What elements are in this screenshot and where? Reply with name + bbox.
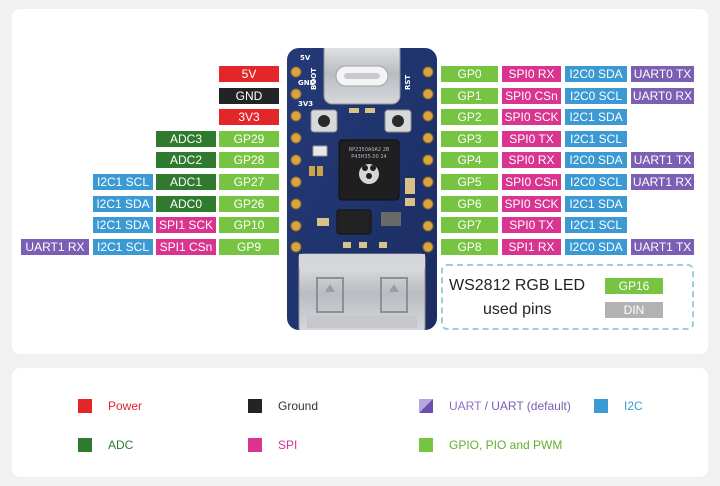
flash-chip xyxy=(336,209,372,235)
pin-label-i2c: I2C1 SDA xyxy=(565,109,627,125)
legend-swatch-gpio xyxy=(419,438,433,452)
pin-label-uart: UART0 RX xyxy=(631,88,694,104)
pin-label-power: 3V3 xyxy=(219,109,279,125)
legend-label-spi: SPI xyxy=(278,438,298,452)
pin-label-spi: SPI0 TX xyxy=(502,131,561,147)
pin-label-gpio: GP5 xyxy=(441,174,498,190)
pin-label-spi: SPI1 RX xyxy=(502,239,561,255)
pin-label-spi: SPI0 SCK xyxy=(502,196,561,212)
legend-label-i2c: I2C xyxy=(624,399,643,413)
pin-label-gnd: GND xyxy=(219,88,279,104)
rp2350-chip: RP2350A0A2 2B P43H35.00 24 xyxy=(338,139,400,201)
pin-label-uart: UART1 TX xyxy=(631,239,694,255)
legend-swatch-uart xyxy=(419,399,433,413)
pin-label-uart: UART1 RX xyxy=(21,239,89,255)
pin-label-spi: SPI0 CSn xyxy=(502,88,561,104)
legend-label-power: Power xyxy=(108,399,143,413)
pin-label-gpio: GP4 xyxy=(441,152,498,168)
pin-label-adc: ADC2 xyxy=(156,152,216,168)
pin-label-i2c: I2C0 SCL xyxy=(565,174,627,190)
legend-swatch-spi xyxy=(248,438,262,452)
pin-label-gpio: GP29 xyxy=(219,131,279,147)
silk-3v3: 3V3 xyxy=(298,100,314,108)
silk-5v: 5V xyxy=(300,54,311,62)
silk-gnd: GND xyxy=(298,79,316,87)
pin-label-spi: SPI0 RX xyxy=(502,152,561,168)
legend-swatch-i2c xyxy=(594,399,608,413)
pin-label-gpio: GP2 xyxy=(441,109,498,125)
legend-panel xyxy=(12,368,708,477)
pin-label-gpio: GP3 xyxy=(441,131,498,147)
pin-label-spi: SPI0 CSn xyxy=(502,174,561,190)
pin-label-i2c: I2C0 SDA xyxy=(565,152,627,168)
pin-label-i2c: I2C0 SDA xyxy=(565,66,627,82)
svg-text:P43H35.00 24: P43H35.00 24 xyxy=(351,154,386,160)
pin-label-adc: ADC3 xyxy=(156,131,216,147)
pin-label-gpio: GP7 xyxy=(441,217,498,233)
led-title: WS2812 RGB LED xyxy=(449,277,586,294)
pin-label-i2c: I2C1 SCL xyxy=(565,217,627,233)
pin-label-gpio: GP27 xyxy=(219,174,279,190)
boot-button xyxy=(310,109,338,133)
usb-a-connector xyxy=(298,253,426,330)
pin-label-uart: UART1 TX xyxy=(631,152,694,168)
led-subtitle: used pins xyxy=(483,301,552,318)
legend-swatch-adc xyxy=(78,438,92,452)
pin-label-i2c: I2C1 SCL xyxy=(565,131,627,147)
pin-label-i2c: I2C0 SCL xyxy=(565,88,627,104)
legend-swatch-power xyxy=(78,399,92,413)
pin-label-i2c: I2C1 SDA xyxy=(93,196,153,212)
pin-label-i2c: I2C1 SDA xyxy=(93,217,153,233)
legend-label-gpio: GPIO, PIO and PWM xyxy=(449,438,563,452)
pin-label-gpio: GP0 xyxy=(441,66,498,82)
pin-label-gpio: GP8 xyxy=(441,239,498,255)
ws2812-info-box: WS2812 RGB LED used pins GP16 DIN xyxy=(441,264,694,330)
pin-label-i2c: I2C0 SDA xyxy=(565,239,627,255)
svg-text:RP2350A0A2 2B: RP2350A0A2 2B xyxy=(349,147,390,153)
silk-boot: BOOT xyxy=(310,67,318,90)
pin-label-uart: UART0 TX xyxy=(631,66,694,82)
pin-label-spi: SPI1 CSn xyxy=(156,239,216,255)
pin-label-spi: SPI0 RX xyxy=(502,66,561,82)
board-illustration: RP2350A0A2 2B P43H35.00 24 xyxy=(287,48,437,330)
pin-label-i2c: I2C1 SCL xyxy=(93,239,153,255)
legend-label-uart: UART / UART (default) xyxy=(449,399,571,413)
pin-label-gpio: GP1 xyxy=(441,88,498,104)
pin-label-spi: SPI0 TX xyxy=(502,217,561,233)
legend-swatch-gnd xyxy=(248,399,262,413)
pin-label-spi: SPI1 SCK xyxy=(156,217,216,233)
pin-label-gpio: GP26 xyxy=(219,196,279,212)
led-gpio-label: GP16 xyxy=(605,278,663,294)
legend-label-gnd: Ground xyxy=(278,399,319,413)
legend-label-adc: ADC xyxy=(108,438,134,452)
pin-label-spi: SPI0 SCK xyxy=(502,109,561,125)
pin-label-gpio: GP9 xyxy=(219,239,279,255)
pin-label-i2c: I2C1 SCL xyxy=(93,174,153,190)
pin-label-adc: ADC1 xyxy=(156,174,216,190)
reset-button xyxy=(384,109,412,133)
pin-label-uart: UART1 RX xyxy=(631,174,694,190)
pin-label-power: 5V xyxy=(219,66,279,82)
pin-label-gpio: GP28 xyxy=(219,152,279,168)
pin-label-gpio: GP6 xyxy=(441,196,498,212)
right-pin-pads xyxy=(422,66,434,253)
pin-label-gpio: GP10 xyxy=(219,217,279,233)
pin-label-i2c: I2C1 SDA xyxy=(565,196,627,212)
silk-rst: RST xyxy=(404,74,412,90)
pin-label-adc: ADC0 xyxy=(156,196,216,212)
left-pin-pads xyxy=(290,66,302,253)
led-din-label: DIN xyxy=(605,302,663,318)
